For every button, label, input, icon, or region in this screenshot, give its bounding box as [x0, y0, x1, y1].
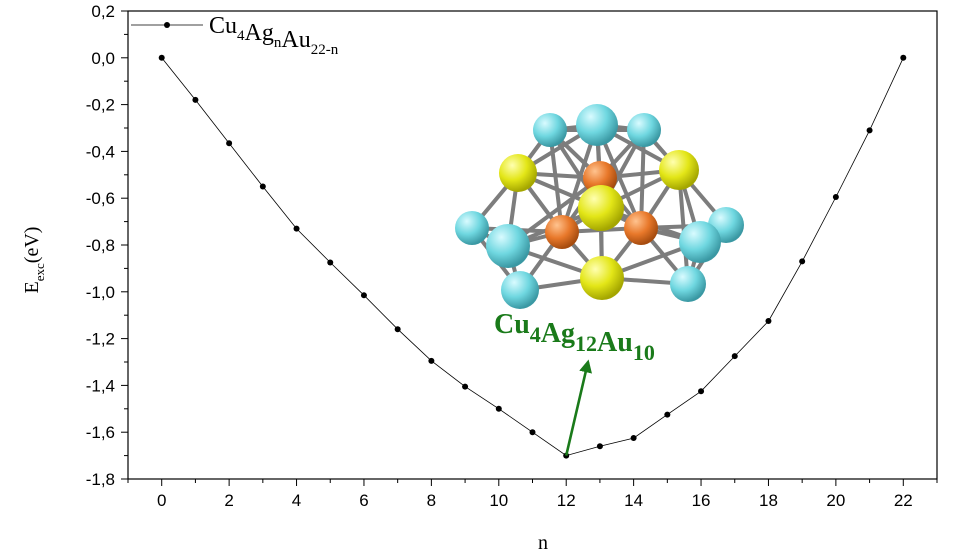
- data-point: [192, 96, 199, 103]
- atom-au: [533, 113, 567, 147]
- data-point: [495, 405, 502, 412]
- data-point: [731, 353, 738, 360]
- x-tick-label: 20: [826, 491, 845, 510]
- x-axis-label: n: [538, 532, 548, 554]
- y-tick-label: -1,2: [86, 330, 115, 349]
- legend-series-name: Cu4AgnAu22-n: [209, 13, 339, 58]
- atom-cu: [545, 215, 579, 249]
- atom-au: [455, 211, 489, 245]
- x-tick-label: 8: [427, 491, 436, 510]
- data-point: [360, 292, 367, 299]
- data-point: [765, 318, 772, 325]
- y-tick-label: -0,4: [86, 142, 115, 161]
- data-point: [900, 54, 907, 61]
- data-point: [630, 435, 637, 442]
- data-point: [799, 258, 806, 265]
- series-points: [158, 54, 907, 459]
- data-point: [529, 429, 536, 436]
- x-tick-label: 6: [359, 491, 368, 510]
- atom-au: [627, 113, 661, 147]
- x-axis-ticks: 0 2 4 6 8 10 12 14 16 18 20 22: [127, 479, 938, 510]
- x-tick-label: 12: [557, 491, 576, 510]
- bond: [548, 128, 564, 234]
- data-point: [327, 259, 334, 266]
- plot-frame: [127, 10, 938, 480]
- data-point: [293, 225, 300, 232]
- x-tick-label: 18: [759, 491, 778, 510]
- legend-marker: [164, 22, 170, 28]
- x-tick-label: 2: [224, 491, 233, 510]
- annotation-label: Cu4Ag12Au10: [494, 309, 655, 365]
- data-point: [462, 383, 469, 390]
- x-tick-label: 4: [292, 491, 301, 510]
- data-point: [394, 326, 401, 333]
- y-tick-label: -1,4: [86, 376, 115, 395]
- y-tick-label: 0,2: [91, 2, 115, 21]
- atom-ag: [499, 154, 537, 192]
- atom-au: [670, 266, 706, 302]
- x-tick-label: 22: [894, 491, 913, 510]
- atom-ag: [659, 150, 699, 190]
- legend: Cu4AgnAu22-n: [131, 13, 339, 58]
- annotation-arrow: [564, 359, 592, 456]
- y-axis-label: Eexc(eV): [21, 227, 47, 294]
- series-line: [161, 57, 904, 457]
- data-point: [698, 388, 705, 395]
- x-tick-label: 14: [624, 491, 643, 510]
- x-tick-label: 16: [692, 491, 711, 510]
- y-tick-label: -0,6: [86, 189, 115, 208]
- data-point: [226, 140, 233, 147]
- atom-cu: [624, 211, 658, 245]
- atom-au: [486, 224, 530, 268]
- x-tick-label: 10: [489, 491, 508, 510]
- y-tick-label: -0,8: [86, 236, 115, 255]
- y-axis-ticks: 0,2 0,0 -0,2 -0,4 -0,6 -0,8 -1,0 -1,2 -1,4 -1,6 -1…: [86, 2, 128, 489]
- atom-au: [576, 104, 618, 146]
- data-point: [596, 443, 603, 450]
- atom-ag: [578, 185, 624, 231]
- cluster-structure-image: [455, 104, 744, 309]
- data-point: [259, 183, 266, 190]
- data-point: [664, 411, 671, 418]
- x-tick-label: 0: [157, 491, 166, 510]
- y-tick-label: -1,8: [86, 470, 115, 489]
- y-tick-label: -1,6: [86, 423, 115, 442]
- data-point: [832, 194, 839, 201]
- data-point: [158, 54, 165, 61]
- data-point: [428, 357, 435, 364]
- data-point: [866, 127, 873, 134]
- atom-au: [679, 221, 721, 263]
- atom-au: [501, 271, 539, 309]
- y-tick-label: 0,0: [91, 49, 115, 68]
- atom-ag: [580, 256, 624, 300]
- y-tick-label: -1,0: [86, 283, 115, 302]
- y-tick-label: -0,2: [86, 96, 115, 115]
